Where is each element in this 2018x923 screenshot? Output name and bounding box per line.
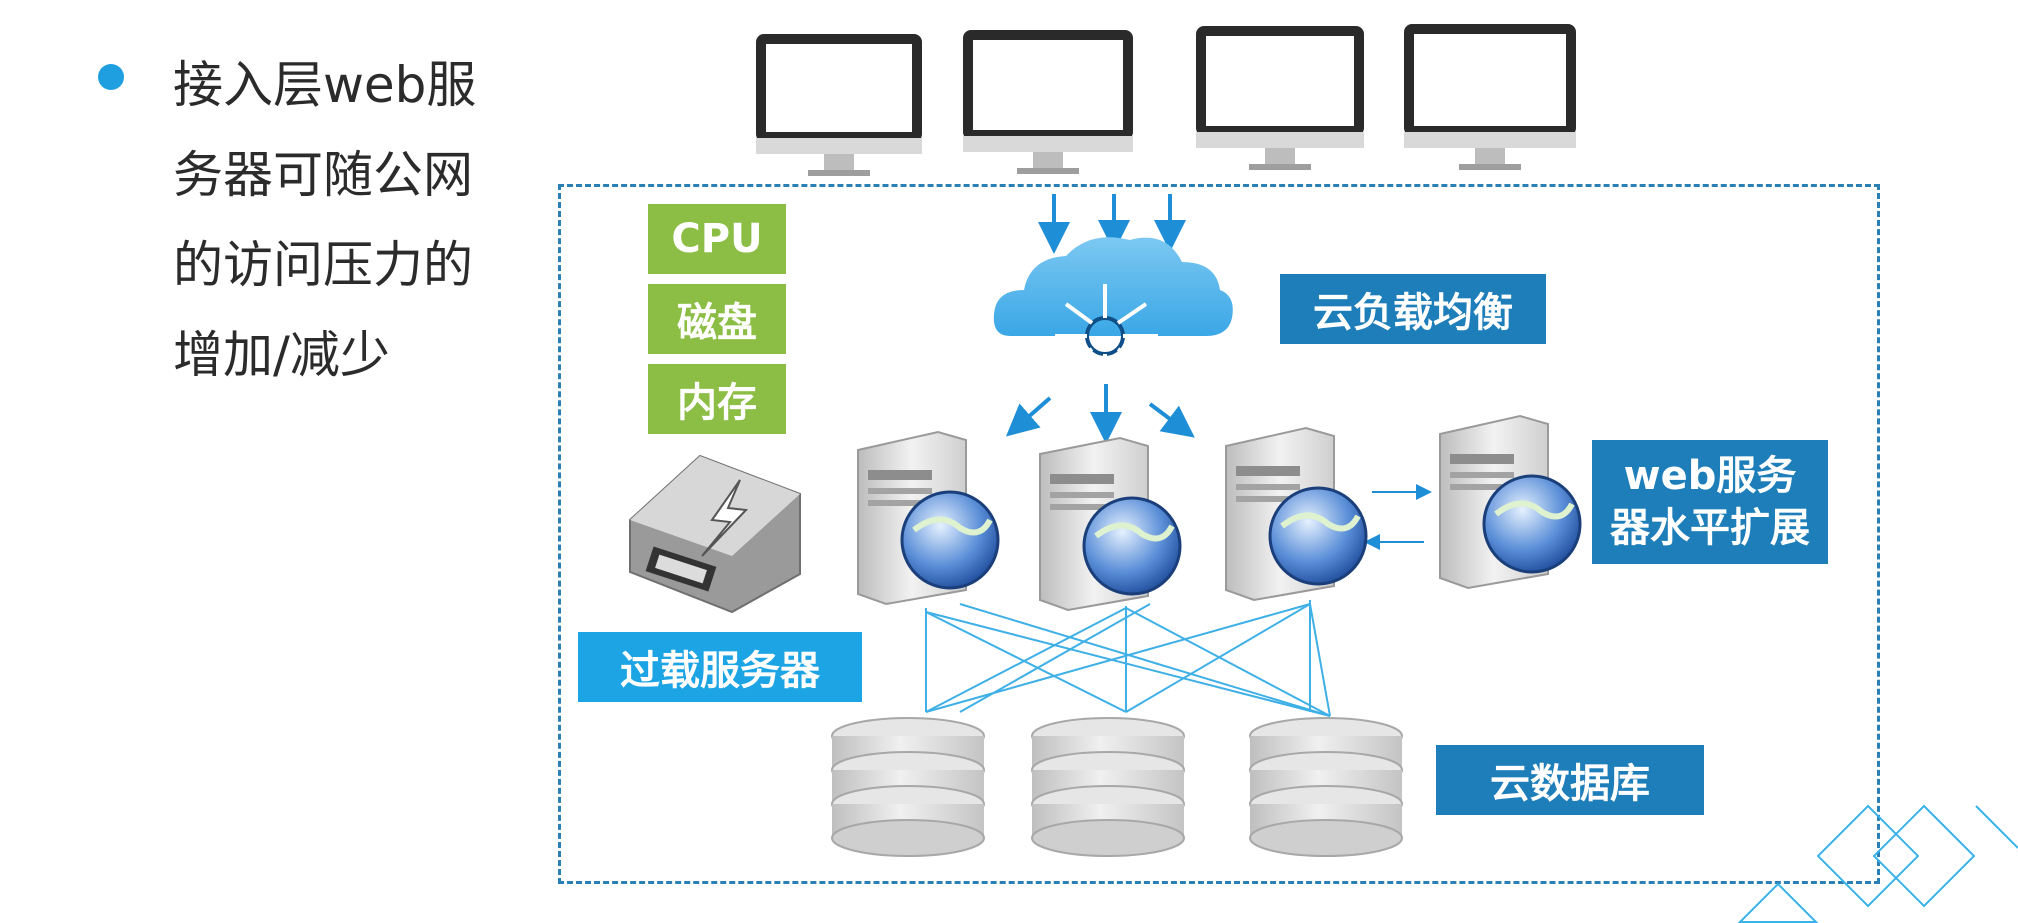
disk-label: 磁盘 — [648, 284, 786, 354]
incoming-arrows — [1038, 194, 1186, 254]
distribution-arrows — [1005, 384, 1195, 444]
database-icon — [831, 717, 985, 857]
cloud-database-label: 云数据库 — [1436, 745, 1704, 815]
web-scaling-label: web服务 器水平扩展 — [1592, 440, 1828, 564]
load-balancer-label: 云负载均衡 — [1280, 274, 1546, 344]
cpu-label: CPU — [648, 204, 786, 274]
bullet-line-4: 增加/减少 — [173, 326, 390, 384]
server-globe-icon — [1039, 436, 1182, 612]
overloaded-server-label: 过载服务器 — [578, 632, 862, 702]
cloud-icon — [993, 237, 1233, 372]
monitor-icon — [963, 30, 1133, 174]
database-icon — [1249, 717, 1403, 857]
overload-power-icon — [629, 454, 801, 614]
monitor-icon — [1404, 24, 1576, 170]
bullet-line-2: 务器可随公网 — [173, 146, 473, 204]
bullet-text: 接入层web服 务器可随公网 的访问压力的 增加/减少 — [173, 40, 513, 400]
bullet-line-3: 的访问压力的 — [173, 236, 473, 294]
server-globe-icon — [857, 430, 1000, 606]
monitor-icon — [756, 34, 922, 176]
monitor-icon — [1196, 26, 1364, 170]
database-icon — [1031, 717, 1185, 857]
memory-label: 内存 — [648, 364, 786, 434]
network-mesh — [925, 600, 1331, 717]
web-scaling-line-1: web服务 — [1623, 453, 1797, 499]
server-globe-icon — [1439, 414, 1582, 590]
bullet-line-1: 接入层web服 — [173, 56, 477, 114]
corner-decoration — [1737, 804, 2018, 923]
bullet-icon — [98, 64, 124, 90]
web-scaling-line-2: 器水平扩展 — [1610, 505, 1810, 551]
scaling-arrows — [1364, 484, 1432, 550]
server-globe-icon — [1225, 426, 1368, 602]
cloud-boundary-frame — [558, 184, 1880, 884]
